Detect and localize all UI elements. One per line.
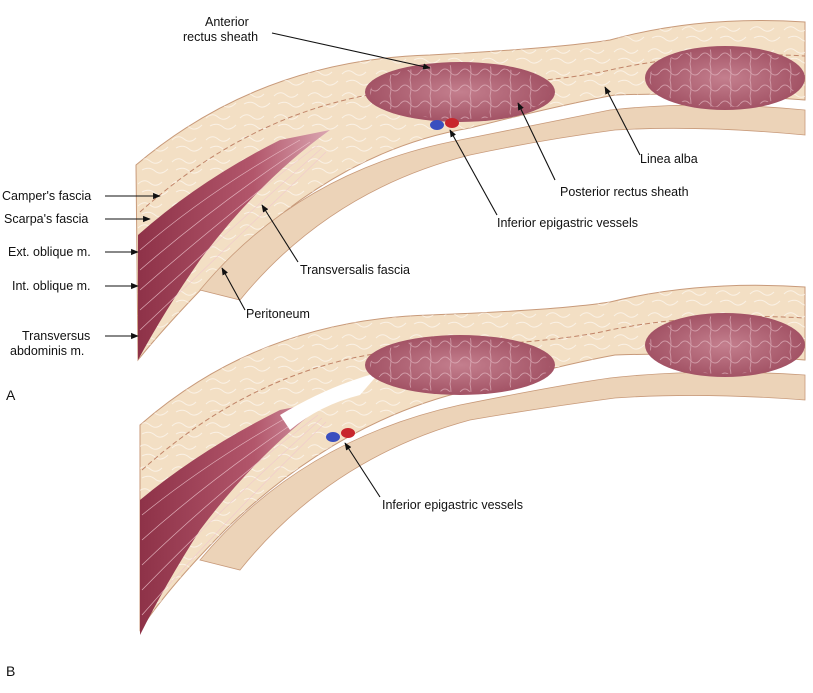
leader-transversalis-fascia [261, 204, 299, 263]
epigastric-artery-a [445, 118, 459, 128]
muscle-fibers-a [139, 139, 327, 331]
epigastric-artery-b [341, 428, 355, 438]
label-linea-alba: Linea alba [640, 152, 698, 166]
label-inferior-epigastric-vessels-b: Inferior epigastric vessels [382, 498, 523, 512]
leader-anterior-rectus-sheath [271, 32, 431, 70]
rectus-texture-right-a [649, 49, 801, 107]
label-transversalis-fascia: Transversalis fascia [300, 263, 410, 277]
lateral-muscles-b [140, 400, 330, 635]
leader-peritoneum [221, 267, 246, 311]
leader-posterior-rectus-sheath [517, 102, 556, 181]
epigastric-vein-a [430, 120, 444, 130]
deep-layer-a [199, 104, 806, 301]
rectus-texture-left-a [370, 65, 550, 119]
rectus-texture-left-b [370, 338, 550, 392]
leader-linea-alba [604, 86, 641, 156]
muscle-fibers-b [141, 409, 327, 616]
leader-inferior-epigastric-a [449, 129, 498, 216]
label-peritoneum: Peritoneum [246, 307, 310, 321]
rectus-texture-right-b [649, 316, 801, 374]
epigastric-vein-b [326, 432, 340, 442]
label-inferior-epigastric-vessels-a: Inferior epigastric vessels [497, 216, 638, 230]
lateral-muscles-a [138, 130, 330, 360]
deep-layer-b [199, 371, 806, 571]
label-posterior-rectus-sheath: Posterior rectus sheath [560, 185, 689, 199]
label-scarpas-fascia: Scarpa's fascia [4, 212, 88, 226]
label-anterior-rectus-sheath-1: Anterior [205, 15, 249, 29]
panel-letter-b: B [6, 663, 15, 679]
panel-letter-a: A [6, 387, 16, 403]
label-int-oblique: Int. oblique m. [12, 279, 91, 293]
leader-inferior-epigastric-b [344, 442, 381, 498]
label-anterior-rectus-sheath-2: rectus sheath [183, 30, 258, 44]
panel-b: Inferior epigastric vessels B [6, 284, 806, 679]
panel-a: Anterior rectus sheath Linea alba Poster… [2, 15, 806, 403]
label-transversus-abdominis-2: abdominis m. [10, 344, 84, 358]
label-transversus-abdominis-1: Transversus [22, 329, 90, 343]
label-ext-oblique: Ext. oblique m. [8, 245, 91, 259]
label-campers-fascia: Camper's fascia [2, 189, 91, 203]
fat-texture-a [136, 20, 805, 360]
fascial-gap-b [280, 372, 380, 430]
